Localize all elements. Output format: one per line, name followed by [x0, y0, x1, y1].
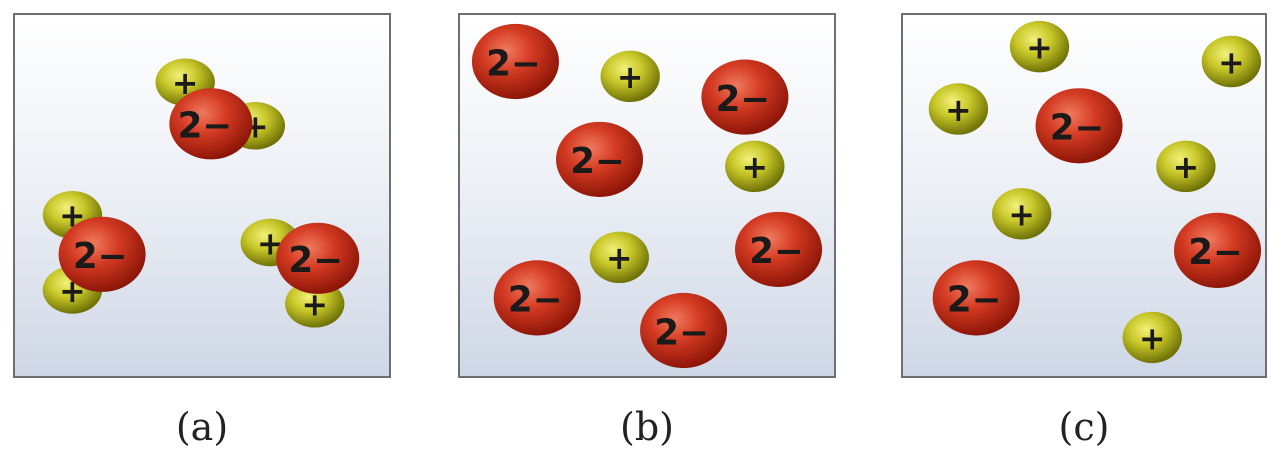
panel-a: + + 2− + + 2− + + 2− [13, 13, 391, 378]
cation-label: + [617, 60, 644, 96]
panel-a-ions: + + 2− + + 2− + + 2− [15, 15, 389, 376]
anion: 2− [640, 293, 727, 368]
anion-label: 2− [1050, 108, 1105, 149]
anion: 2− [735, 212, 822, 287]
anion: 2− [1174, 213, 1261, 288]
cation: + [1123, 312, 1182, 363]
cation: + [1202, 36, 1261, 87]
anion: 2− [276, 223, 359, 294]
cation-label: + [742, 150, 769, 186]
anion-label: 2− [716, 79, 771, 120]
cation-label: + [1173, 150, 1200, 186]
anion: 2− [472, 24, 559, 99]
anion-label: 2− [486, 43, 541, 84]
anion: 2− [59, 217, 146, 292]
cation: + [601, 51, 660, 102]
cation: + [1010, 21, 1069, 72]
anion-label: 2− [570, 141, 625, 182]
anion: 2− [701, 60, 788, 135]
panel-b-caption: (b) [547, 405, 747, 449]
cation: + [929, 83, 988, 134]
anion: 2− [169, 88, 252, 159]
cation-label: + [1218, 45, 1245, 81]
panel-a-caption: (a) [102, 405, 302, 449]
panel-b-ions: 2− + 2− 2− + 2− + 2− 2− [460, 15, 834, 376]
cation-label: + [1008, 198, 1035, 234]
cation-label: + [606, 241, 633, 277]
cation: + [1156, 141, 1215, 192]
anion-label: 2− [947, 280, 1002, 321]
anion: 2− [1036, 88, 1123, 163]
cation: + [590, 232, 649, 283]
anion-label: 2− [178, 106, 233, 147]
anion-label: 2− [288, 240, 343, 281]
anion: 2− [494, 260, 581, 335]
anion-label: 2− [508, 280, 563, 321]
anion-label: 2− [73, 236, 128, 277]
anion-label: 2− [654, 312, 709, 353]
panel-c: + + + 2− + + 2− 2− + [901, 13, 1267, 378]
anion-label: 2− [1188, 232, 1243, 273]
panel-c-ions: + + + 2− + + 2− 2− + [903, 15, 1265, 376]
anion: 2− [556, 122, 643, 197]
cation-label: + [1139, 321, 1166, 357]
anion: 2− [933, 260, 1020, 335]
cation-label: + [945, 93, 972, 129]
panel-c-caption: (c) [984, 405, 1184, 449]
cation: + [725, 141, 784, 192]
cation: + [992, 188, 1051, 239]
panel-b: 2− + 2− 2− + 2− + 2− 2− [458, 13, 836, 378]
cation-label: + [1026, 31, 1053, 67]
anion-label: 2− [749, 231, 804, 272]
